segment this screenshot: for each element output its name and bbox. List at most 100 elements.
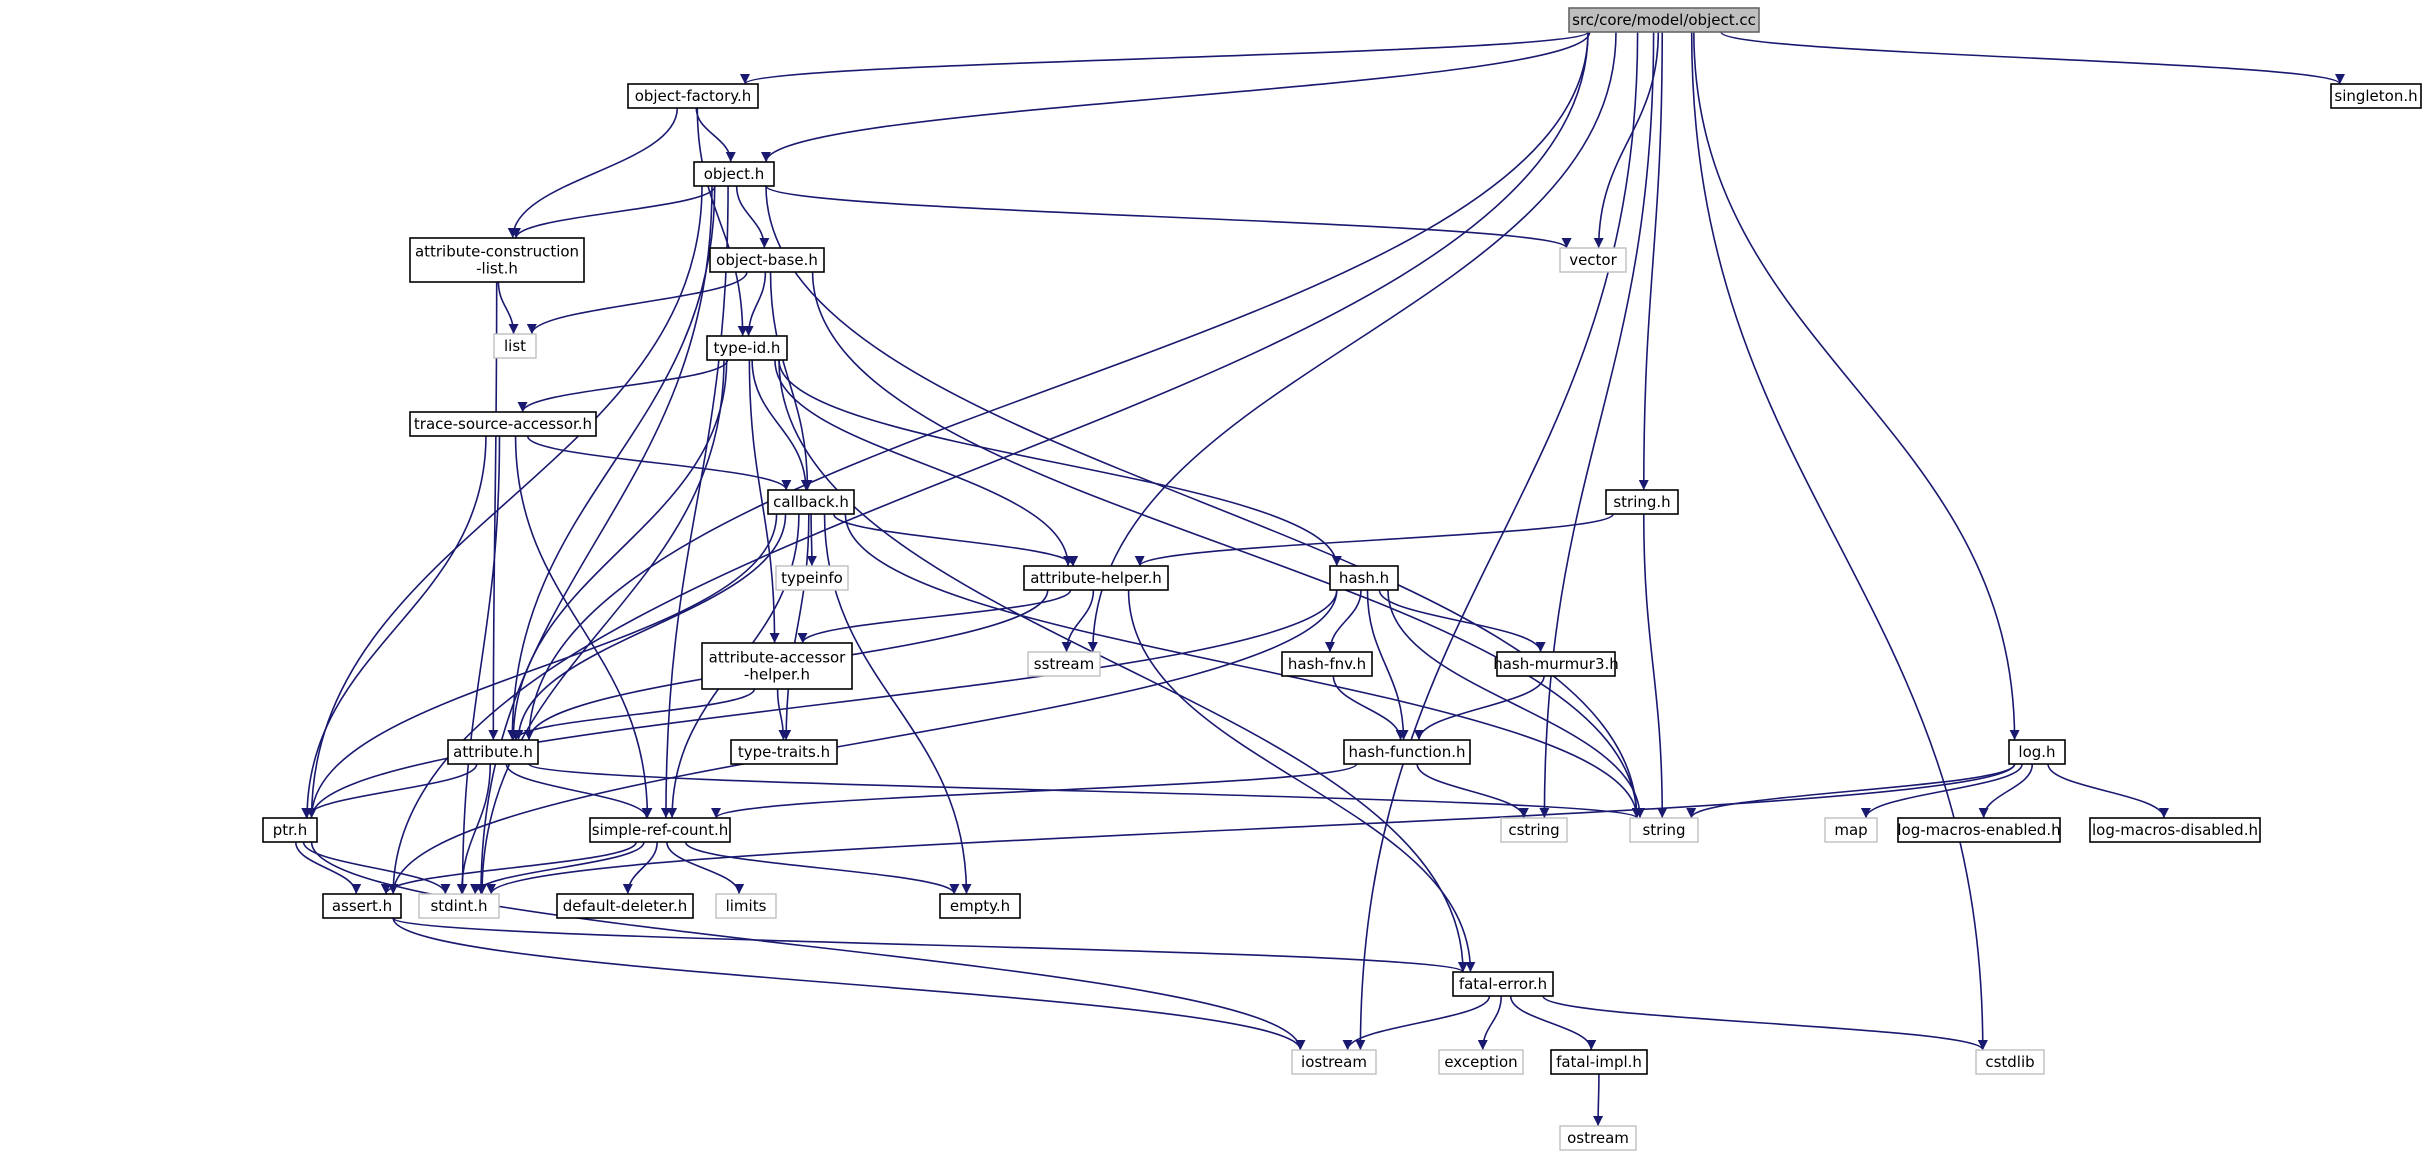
node-label: sstream (1034, 655, 1094, 673)
node-label: src/core/model/object.cc (1572, 11, 1756, 29)
node-exception: exception (1438, 1049, 1524, 1075)
edge-log-h-to-string (1686, 763, 2016, 819)
node-object-cc[interactable]: src/core/model/object.cc (1568, 7, 1760, 33)
node-label: ostream (1567, 1129, 1629, 1147)
edge-attr-constr-list-h-to-list (497, 281, 519, 335)
node-log-macros-enabled-h[interactable]: log-macros-enabled.h (1897, 817, 2061, 843)
edge-object-cc-to-object-h (761, 31, 1591, 163)
node-box (1550, 1049, 1648, 1075)
node-ptr-h[interactable]: ptr.h (262, 817, 318, 843)
edge-log-h-to-stdint-h (486, 763, 2016, 895)
node-box (409, 237, 585, 283)
node-simple-ref-count-h[interactable]: simple-ref-count.h (589, 817, 731, 843)
node-object-factory-h[interactable]: object-factory.h (627, 83, 759, 109)
node-label: attribute.h (453, 743, 533, 761)
edge-type-id-h-to-stdint-h (477, 359, 725, 895)
node-singleton-h[interactable]: singleton.h (2330, 83, 2422, 109)
node-box (447, 739, 539, 765)
node-label: string (1642, 821, 1685, 839)
node-box (1343, 739, 1471, 765)
node-hash-function-h[interactable]: hash-function.h (1343, 739, 1471, 765)
edge-callback-h-to-typeinfo (806, 513, 817, 567)
node-string-h[interactable]: string.h (1605, 489, 1679, 515)
node-limits: limits (715, 893, 777, 919)
node-label: attribute-accessor (709, 649, 847, 667)
node-log-macros-disabled-h[interactable]: log-macros-disabled.h (2089, 817, 2261, 843)
edge-object-cc-to-assert-h (388, 31, 1589, 895)
node-box (262, 817, 318, 843)
node-fatal-impl-h[interactable]: fatal-impl.h (1550, 1049, 1648, 1075)
node-box (706, 335, 788, 361)
edge-callback-h-to-type-traits-h (781, 513, 810, 741)
node-hash-murmur3-h[interactable]: hash-murmur3.h (1493, 651, 1619, 677)
node-sstream: sstream (1027, 651, 1101, 677)
edge-object-factory-h-to-type-id-h (696, 107, 748, 337)
node-attribute-h[interactable]: attribute.h (447, 739, 539, 765)
node-box (589, 817, 731, 843)
edge-hash-function-h-to-simple-ref-count-h (711, 763, 1358, 819)
edge-object-h-to-stdint-h (476, 185, 713, 895)
node-stdint-h: stdint.h (418, 893, 500, 919)
node-attr-constr-list-h[interactable]: attribute-construction-list.h (409, 237, 585, 283)
node-assert-h[interactable]: assert.h (322, 893, 402, 919)
node-label: simple-ref-count.h (592, 821, 728, 839)
edge-hash-fnv-h-to-hash-function-h (1332, 675, 1406, 741)
edge-attr-accessor-helper-h-to-attribute-h (510, 688, 756, 741)
node-label: trace-source-accessor.h (414, 415, 592, 433)
edge-object-h-to-ptr-h (306, 185, 703, 819)
node-object-base-h[interactable]: object-base.h (709, 247, 825, 273)
node-type-traits-h[interactable]: type-traits.h (730, 739, 838, 765)
node-hash-h[interactable]: hash.h (1329, 565, 1399, 591)
node-label: fatal-impl.h (1556, 1053, 1642, 1071)
node-label: list (504, 337, 526, 355)
node-log-h[interactable]: log.h (2008, 739, 2066, 765)
node-box (409, 411, 597, 437)
node-box (493, 333, 537, 359)
edge-simple-ref-count-h-to-stdint-h (470, 841, 645, 895)
node-box (709, 247, 825, 273)
node-type-id-h[interactable]: type-id.h (706, 335, 788, 361)
edge-ptr-h-to-iostream (310, 841, 1306, 1051)
edge-type-id-h-to-attr-accessor-helper-h (748, 359, 780, 644)
edge-callback-h-to-ptr-h (306, 513, 778, 819)
node-box (767, 489, 855, 515)
node-fatal-error-h[interactable]: fatal-error.h (1452, 971, 1554, 997)
node-box (2330, 83, 2422, 109)
node-label: callback.h (773, 493, 849, 511)
node-trace-source-accessor-h[interactable]: trace-source-accessor.h (409, 411, 597, 437)
edge-simple-ref-count-h-to-assert-h (380, 841, 637, 895)
node-label: limits (726, 897, 767, 915)
edge-object-cc-to-log-h (1693, 31, 2020, 741)
node-label: ptr.h (273, 821, 307, 839)
edge-trace-source-accessor-h-to-simple-ref-count-h (514, 435, 653, 819)
node-hash-fnv-h[interactable]: hash-fnv.h (1281, 651, 1373, 677)
node-label: log-macros-enabled.h (1897, 821, 2060, 839)
edge-object-h-to-vector (765, 185, 1572, 249)
node-label: attribute-helper.h (1030, 569, 1162, 587)
node-box (322, 893, 402, 919)
node-attr-helper-h[interactable]: attribute-helper.h (1023, 565, 1169, 591)
node-attr-accessor-helper-h[interactable]: attribute-accessor-helper.h (701, 642, 853, 690)
node-box (1027, 651, 1101, 677)
node-list: list (493, 333, 537, 359)
node-box (775, 565, 849, 591)
edge-simple-ref-count-h-to-default-deleter-h (622, 841, 658, 895)
edge-object-base-h-to-list (526, 271, 748, 335)
edge-object-cc-to-sstream (1087, 31, 1617, 653)
node-box (1559, 247, 1627, 273)
edge-object-h-to-attr-constr-list-h (511, 185, 716, 239)
node-default-deleter-h[interactable]: default-deleter.h (556, 893, 694, 919)
edge-callback-h-to-attribute-h (513, 513, 787, 741)
node-object-h[interactable]: object.h (693, 161, 775, 187)
edge-hash-h-to-hash-murmur3-h (1378, 589, 1546, 653)
edge-type-id-h-to-fatal-error-h (778, 359, 1468, 973)
edge-log-h-to-map (1860, 763, 2023, 819)
edge-object-cc-to-cstdlib (1690, 31, 1988, 1051)
nodes-layer: src/core/model/object.cc object-factory.h… (262, 7, 2422, 1151)
edge-assert-h-to-iostream (392, 917, 1306, 1051)
node-label: log-macros-disabled.h (2092, 821, 2258, 839)
node-empty-h[interactable]: empty.h (939, 893, 1021, 919)
edge-fatal-error-h-to-fatal-impl-h (1509, 995, 1597, 1051)
edge-type-id-h-to-trace-source-accessor-h (517, 359, 729, 413)
node-callback-h[interactable]: callback.h (767, 489, 855, 515)
